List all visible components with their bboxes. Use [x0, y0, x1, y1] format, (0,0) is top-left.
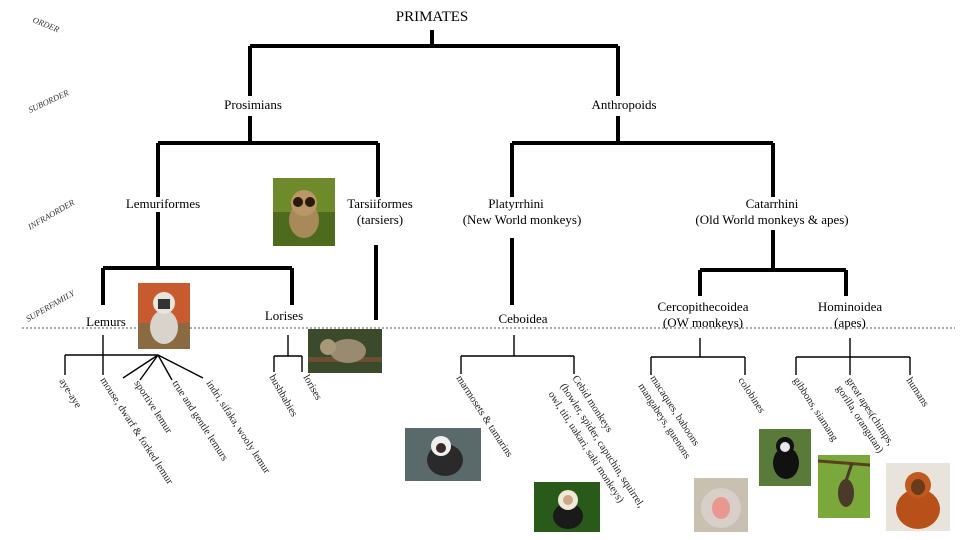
ring-tailed-lemur-photo	[138, 283, 190, 349]
node-ceboidea: Ceboidea	[498, 311, 547, 326]
leaf-connectors	[64, 335, 911, 381]
node-tarsiiformes: Tarsiiformes	[347, 196, 413, 211]
node-cercopithecoidea-sub: (OW monkeys)	[663, 315, 743, 330]
node-catarrhini: Catarrhini	[746, 196, 799, 211]
leaf-bushbabies: bushbabies	[266, 373, 299, 419]
node-tarsiiformes-sub: (tarsiers)	[357, 212, 403, 227]
node-primates: PRIMATES	[396, 9, 469, 25]
rank-label-suborder: SUBORDER	[27, 87, 71, 115]
rank-label-infraorder: INFRAORDER	[25, 197, 77, 233]
tarsier-photo	[273, 178, 335, 246]
tamarin-photo	[405, 428, 481, 481]
leaf-lorises: lorises	[300, 373, 323, 402]
slow-loris-photo	[308, 329, 382, 373]
node-prosimians: Prosimians	[224, 97, 282, 112]
orangutan-photo	[886, 463, 950, 531]
gibbon-photo	[818, 455, 870, 518]
tree-branches	[101, 30, 848, 320]
node-catarrhini-sub: (Old World monkeys & apes)	[695, 212, 848, 227]
node-lorises: Lorises	[265, 308, 303, 323]
leaf-humans: humans	[903, 376, 930, 409]
node-hominoidea: Hominoidea	[818, 299, 882, 314]
leaf-indri-sifaka: indri, sifaka, wooly lemur	[203, 379, 272, 477]
node-platyrrhini-sub: (New World monkeys)	[463, 212, 582, 227]
leaf-aye-aye: aye-aye	[56, 377, 83, 411]
colobus-photo	[759, 429, 811, 486]
node-hominoidea-sub: (apes)	[834, 315, 866, 330]
node-platyrrhini: Platyrrhini	[488, 196, 544, 211]
node-lemurs: Lemurs	[86, 314, 126, 329]
capuchin-photo	[534, 482, 600, 532]
rank-label-superfamily: SUPERFAMILY	[24, 287, 77, 324]
node-anthropoids: Anthropoids	[592, 97, 657, 112]
node-cercopithecoidea: Cercopithecoidea	[658, 299, 749, 314]
baboon-photo	[694, 478, 748, 532]
rank-label-order: ORDER	[31, 15, 61, 35]
leaf-colobines: colobines	[735, 376, 766, 416]
node-lemuriformes: Lemuriformes	[126, 196, 200, 211]
